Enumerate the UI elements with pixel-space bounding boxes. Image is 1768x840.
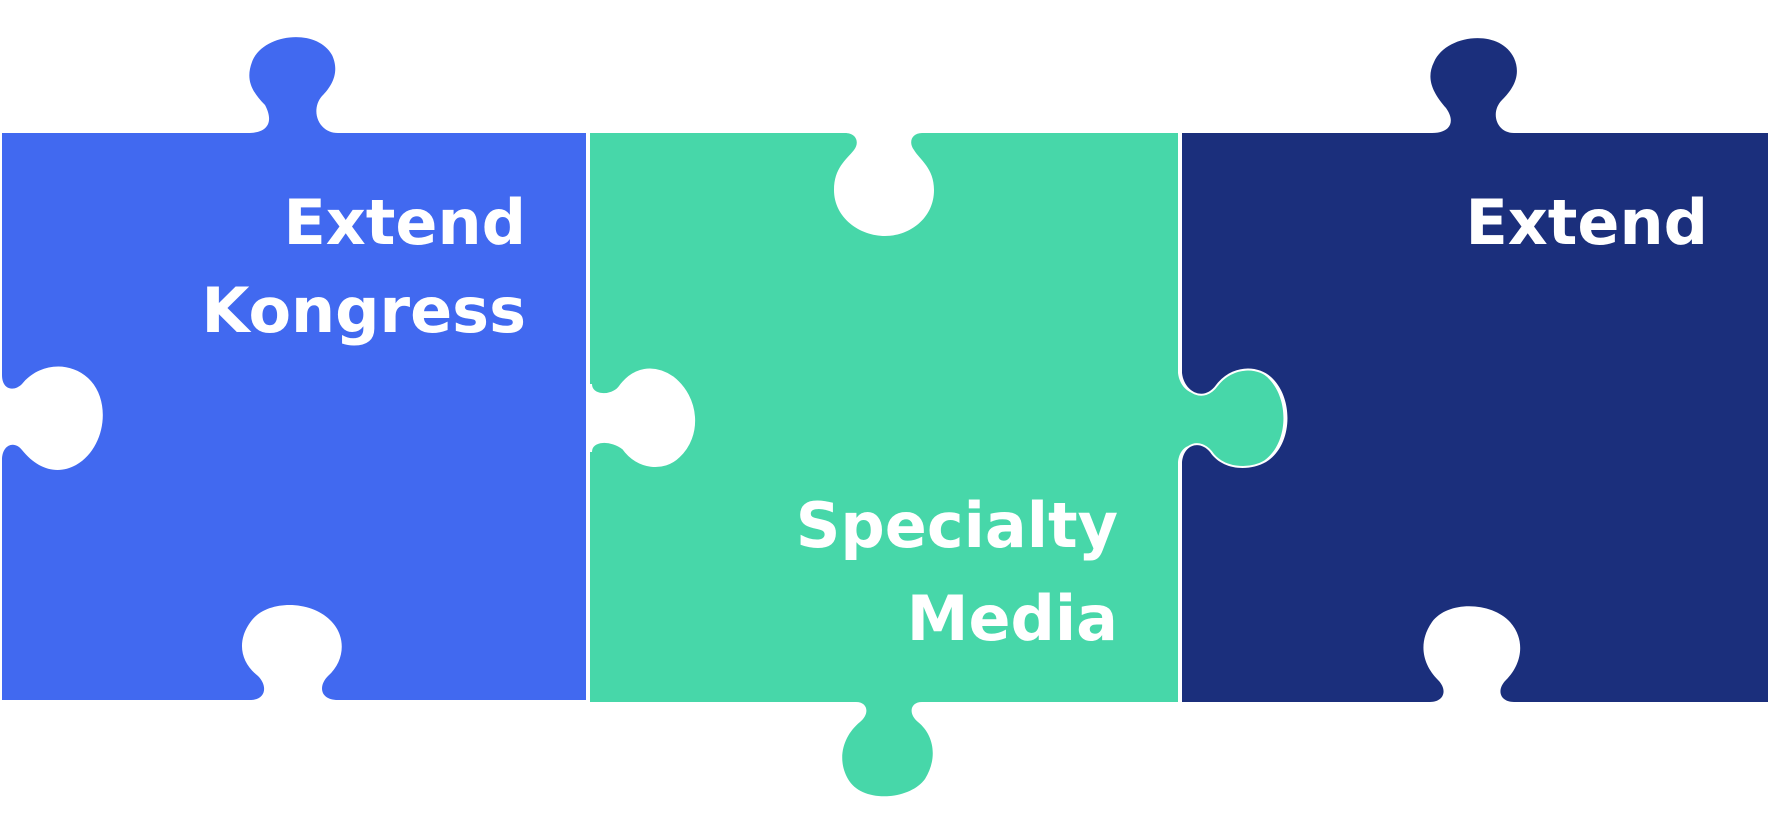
piece-right-label-line1: Extend [1465, 186, 1708, 259]
puzzle-piece-middle-shape [590, 133, 1284, 797]
puzzle-piece-middle [588, 133, 1290, 797]
piece-left-label-line1: Extend [283, 186, 526, 259]
puzzle-piece-left-shape [2, 37, 586, 700]
puzzle-piece-right [1182, 38, 1768, 702]
piece-left-label-line2: Kongress [201, 274, 526, 347]
piece-middle-label-line2: Media [907, 582, 1118, 655]
puzzle-piece-left [2, 37, 586, 700]
puzzle-piece-right-shape [1182, 38, 1768, 702]
puzzle-piece-middle-tab-outline [588, 368, 696, 468]
piece-middle-label-line1: Specialty [796, 489, 1118, 562]
